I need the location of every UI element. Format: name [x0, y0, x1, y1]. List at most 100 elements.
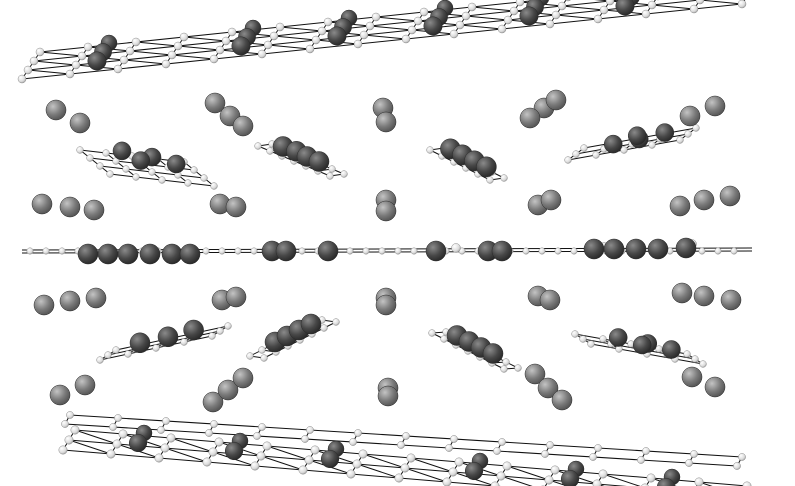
- heavy-atom: [179, 243, 201, 265]
- medium-atom: [59, 196, 81, 218]
- light-atom: [689, 4, 699, 14]
- light-atom: [426, 146, 434, 154]
- heavy-atom: [482, 343, 504, 364]
- lattice-bond: [471, 6, 515, 12]
- light-atom: [737, 0, 747, 9]
- light-atom: [620, 146, 628, 154]
- light-atom: [550, 465, 560, 475]
- light-atom: [131, 37, 141, 47]
- light-atom: [323, 17, 333, 27]
- light-atom: [83, 42, 93, 52]
- light-atom: [402, 432, 410, 440]
- light-atom: [598, 469, 608, 479]
- heavy-atom: [327, 26, 347, 46]
- light-atom: [61, 420, 69, 428]
- medium-atom: [704, 95, 726, 117]
- light-atom: [246, 352, 254, 360]
- atom-layer: [17, 0, 752, 486]
- light-atom: [162, 417, 170, 425]
- light-atom: [676, 136, 684, 144]
- light-atom: [401, 34, 411, 44]
- lattice-bond: [356, 463, 400, 479]
- light-atom: [637, 456, 645, 464]
- medium-atom: [551, 389, 573, 411]
- light-atom: [106, 170, 114, 178]
- light-atom: [564, 156, 572, 164]
- lattice-bond: [273, 35, 317, 41]
- light-atom: [546, 441, 554, 449]
- light-atom: [454, 457, 464, 467]
- light-atom: [440, 335, 448, 343]
- light-atom: [112, 439, 122, 449]
- medium-atom: [681, 366, 703, 388]
- light-atom: [692, 124, 700, 132]
- medium-atom: [704, 376, 726, 398]
- lattice-bond: [135, 41, 179, 47]
- light-atom: [310, 445, 320, 455]
- light-atom: [200, 174, 208, 182]
- light-atom: [161, 59, 171, 69]
- light-atom: [448, 467, 458, 477]
- light-atom: [35, 47, 45, 57]
- light-atom: [311, 35, 321, 45]
- lattice-bond: [33, 0, 625, 62]
- light-atom: [502, 461, 512, 471]
- light-atom: [58, 247, 66, 255]
- light-atom: [594, 444, 602, 452]
- light-atom: [96, 162, 104, 170]
- light-atom: [486, 176, 494, 184]
- light-atom: [592, 479, 602, 486]
- light-atom: [113, 64, 123, 74]
- light-atom: [496, 471, 506, 481]
- lattice-bond: [267, 44, 311, 50]
- heavy-atom: [128, 433, 148, 453]
- medium-atom: [693, 189, 715, 211]
- medium-atom: [59, 290, 81, 312]
- medium-atom: [232, 115, 254, 137]
- light-atom: [353, 39, 363, 49]
- heavy-atom: [224, 441, 244, 461]
- light-atom: [102, 149, 110, 157]
- light-atom: [419, 7, 429, 17]
- light-atom: [332, 318, 340, 326]
- light-atom: [42, 247, 50, 255]
- light-atom: [114, 414, 122, 422]
- lattice-bond: [74, 429, 118, 445]
- light-atom: [179, 32, 189, 42]
- light-atom: [266, 147, 274, 155]
- light-atom: [346, 247, 354, 255]
- light-atom: [593, 14, 603, 24]
- light-atom: [167, 50, 177, 60]
- lattice-bond: [27, 69, 71, 75]
- light-atom: [124, 350, 132, 358]
- light-atom: [642, 447, 650, 455]
- light-atom: [256, 451, 266, 461]
- light-atom: [698, 247, 706, 255]
- heavy-atom: [77, 243, 99, 265]
- light-atom: [545, 19, 555, 29]
- light-atom: [17, 74, 27, 84]
- heavy-atom: [675, 237, 697, 259]
- light-atom: [29, 56, 39, 66]
- light-atom: [346, 469, 356, 479]
- medium-atom: [377, 385, 399, 407]
- lattice-bond: [177, 45, 221, 51]
- lattice-bond: [362, 453, 406, 469]
- light-atom: [234, 247, 242, 255]
- lattice-bond: [357, 16, 377, 45]
- light-atom: [500, 174, 508, 182]
- heavy-atom: [657, 477, 675, 486]
- medium-atom: [679, 105, 701, 127]
- light-atom: [362, 247, 370, 255]
- light-atom: [109, 423, 117, 431]
- heavy-atom: [131, 151, 151, 170]
- light-atom: [202, 457, 212, 467]
- light-atom: [209, 54, 219, 64]
- light-atom: [497, 24, 507, 34]
- light-atom: [218, 247, 226, 255]
- lattice-bond: [39, 51, 83, 57]
- lattice-bond: [651, 4, 695, 10]
- light-atom: [154, 453, 164, 463]
- lattice-bond: [69, 46, 89, 75]
